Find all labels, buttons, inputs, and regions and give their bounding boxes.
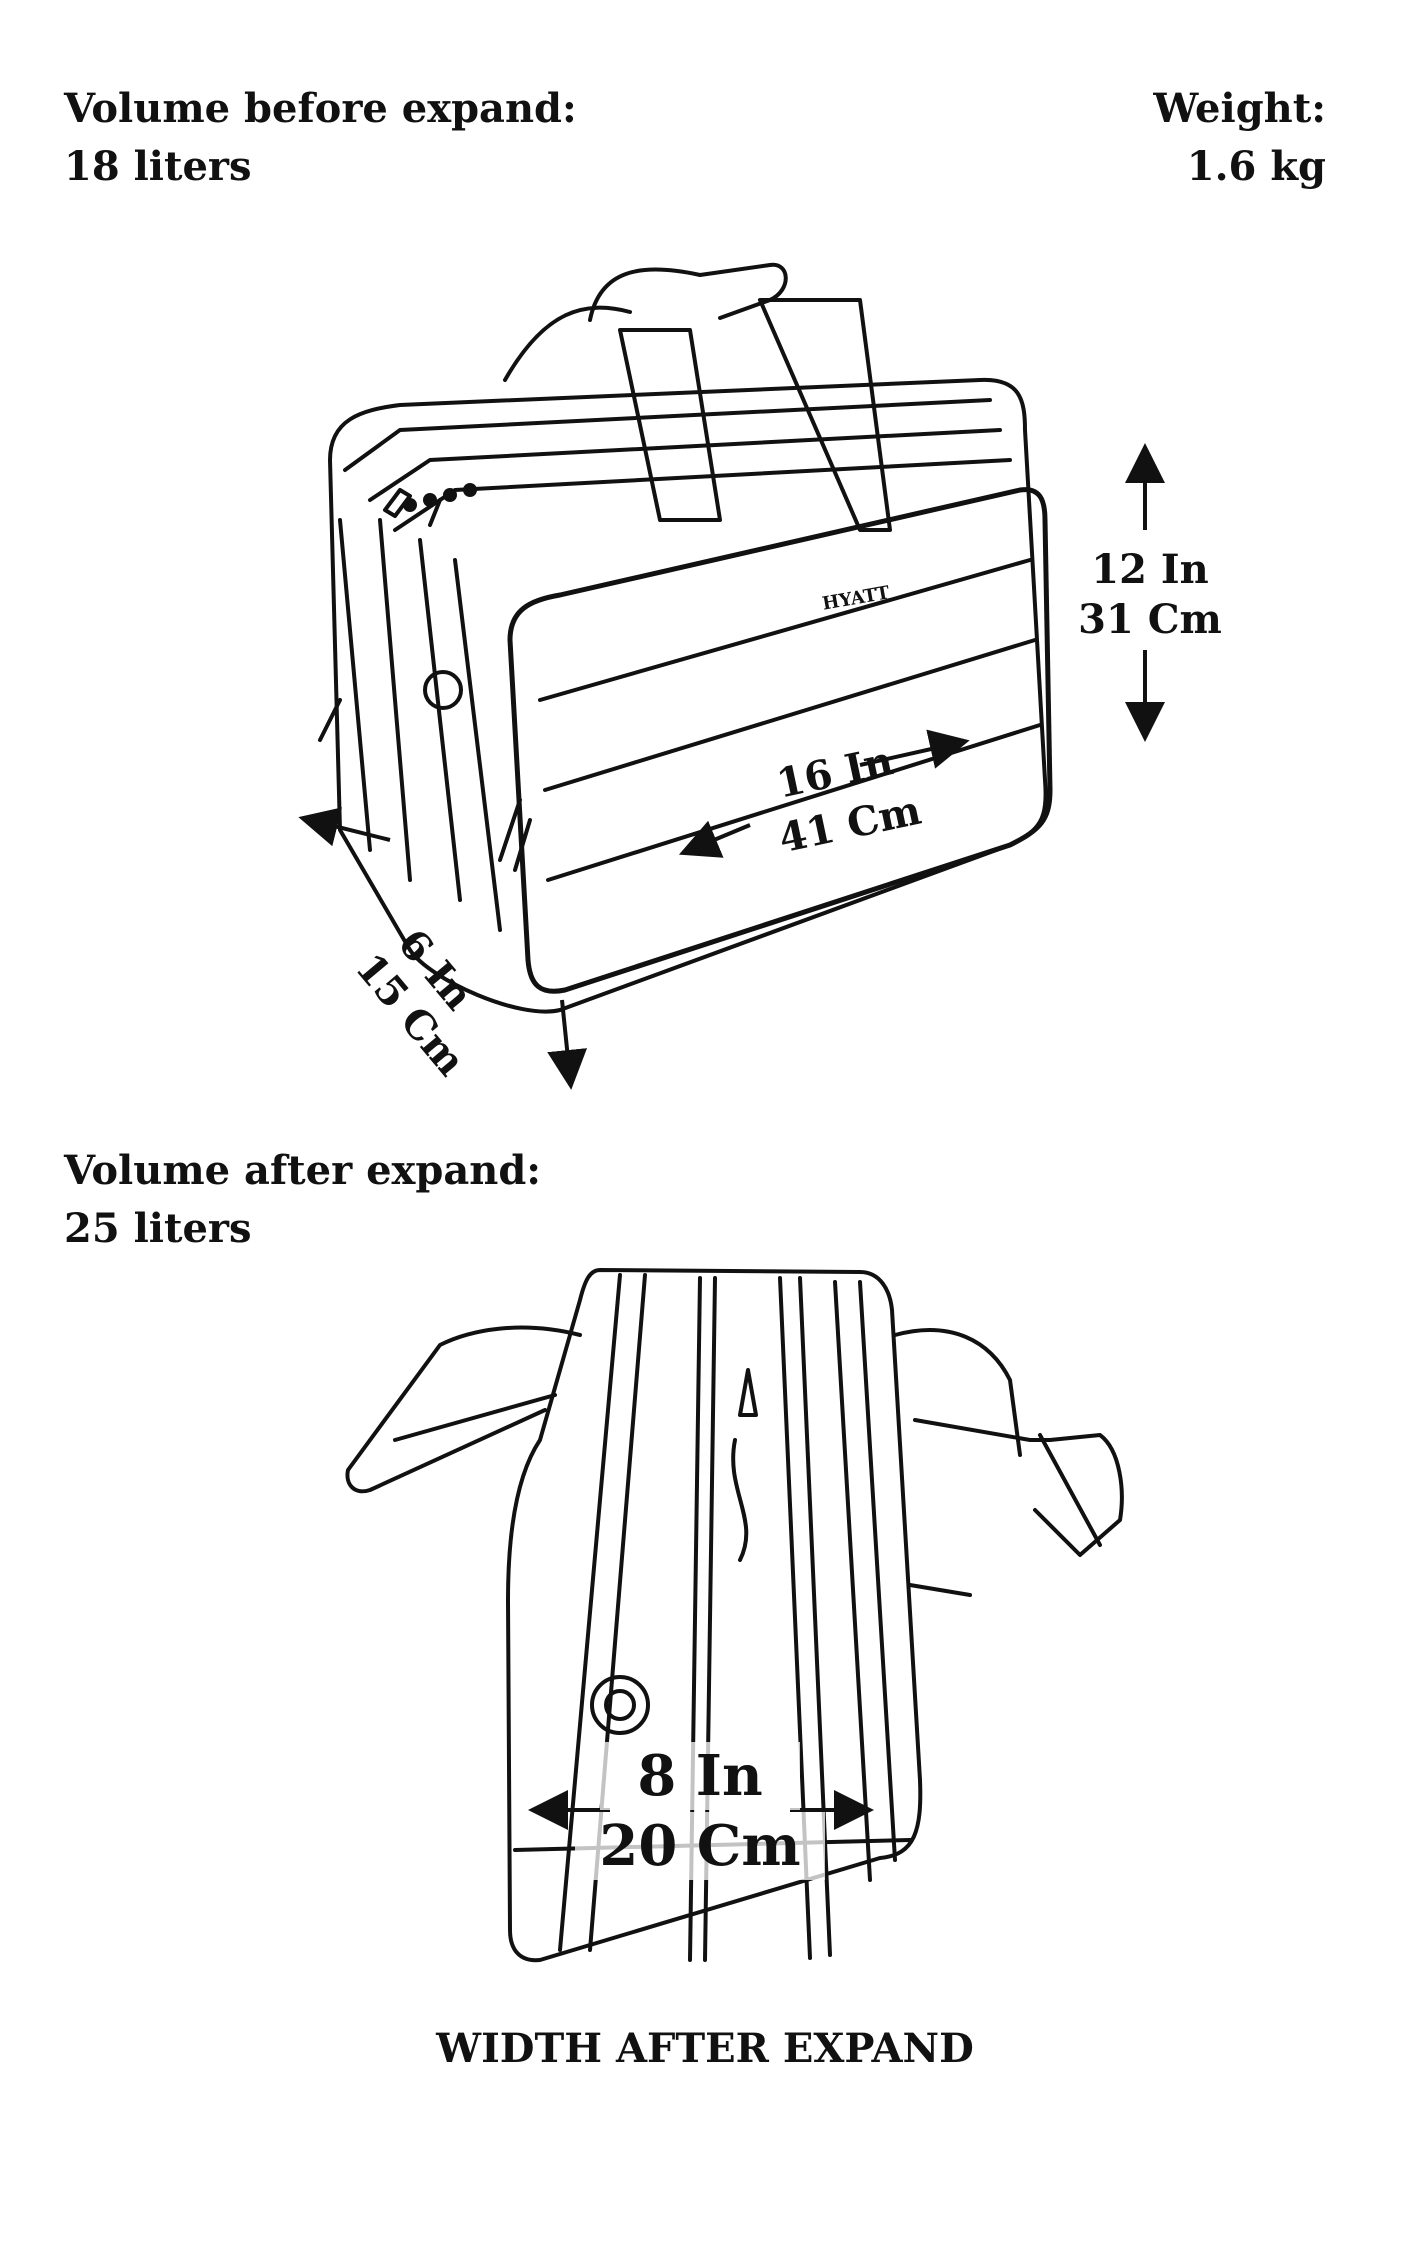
height-in-label: 12 In (1091, 546, 1209, 593)
width-expanded-cm-label: 20 Cm (575, 1812, 825, 1880)
volume-before-label: Volume before expand: (64, 85, 577, 132)
volume-before-value: 18 liters (64, 143, 252, 190)
volume-after-label: Volume after expand: (64, 1147, 542, 1194)
width-expanded-in-label: 8 In (600, 1742, 800, 1810)
height-cm-label: 31 Cm (1078, 596, 1222, 643)
volume-after-value: 25 liters (64, 1205, 252, 1252)
weight-label: Weight: (1153, 85, 1326, 132)
weight-value: 1.6 kg (1186, 143, 1326, 190)
width-after-expand-caption: WIDTH AFTER EXPAND (436, 2025, 974, 2072)
